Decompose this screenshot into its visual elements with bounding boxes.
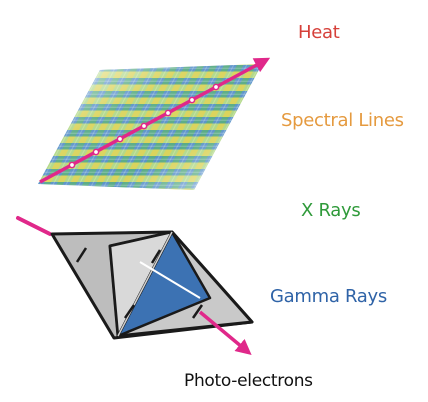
lattice-dots bbox=[68, 83, 220, 169]
incoming-arrow-icon bbox=[16, 216, 52, 236]
crystal-icon bbox=[50, 230, 254, 340]
label-photo-electrons: Photo-electrons bbox=[184, 371, 313, 391]
outgoing-arrow-icon bbox=[198, 310, 252, 356]
label-spectral-lines: Spectral Lines bbox=[281, 110, 404, 131]
label-heat: Heat bbox=[298, 22, 340, 43]
label-gamma-rays: Gamma Rays bbox=[270, 286, 387, 307]
label-x-rays: X Rays bbox=[301, 200, 361, 221]
lattice-arrow bbox=[39, 57, 271, 184]
